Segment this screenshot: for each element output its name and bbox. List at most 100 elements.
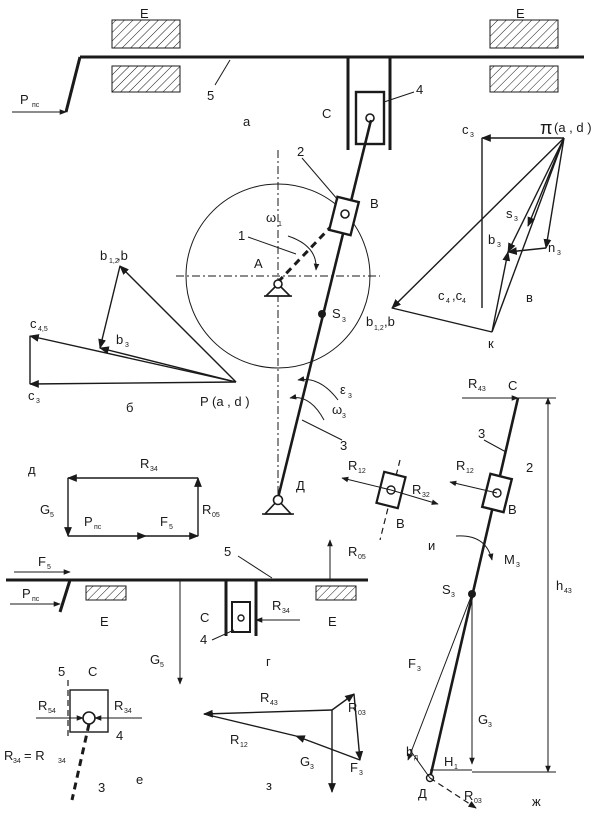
vp-pole-args: (a , d )	[212, 394, 250, 409]
g-c-label: C	[200, 610, 209, 625]
g-g5-label: G	[150, 652, 160, 667]
scheme-a-label: а	[243, 114, 251, 129]
zh-r12-label: R	[456, 458, 465, 473]
ap-s3: s	[506, 206, 513, 221]
zh-r03-label: R	[464, 788, 473, 803]
pivot-d-label: Д	[296, 478, 305, 493]
leader-5	[214, 59, 231, 86]
e-eq-mid: = R	[24, 748, 45, 763]
fp-r34-label: R	[140, 456, 149, 471]
v-pb12	[119, 265, 237, 383]
i-r32-arrow	[390, 489, 439, 505]
leader-2	[301, 157, 339, 201]
v-b12b3	[98, 265, 121, 349]
g-e-left: E	[100, 614, 109, 629]
velocity-plan: b 1,2 ,b b 3 c 4,5 c 3 P (a , d ) б	[28, 248, 250, 415]
e-block4-label: 4	[116, 728, 123, 743]
eps3-label: ε	[340, 382, 346, 397]
g-fi5-sub: 5	[47, 564, 51, 571]
g-leader-4	[211, 629, 235, 641]
joint-b-label: B	[370, 196, 379, 211]
e-link3-label: 3	[98, 780, 105, 795]
zh-r12-arrow	[449, 480, 498, 494]
ap-c45: c	[438, 288, 445, 303]
ap-c45b-sub: 4	[462, 298, 466, 305]
omega1-sub: 1	[278, 221, 282, 228]
zh-s3-label: S	[442, 582, 451, 597]
zh-m3-arc	[455, 535, 494, 561]
z-f3-label: F	[350, 760, 358, 775]
i-r32-sub: 32	[422, 492, 430, 499]
z-r12	[203, 713, 297, 737]
g-g5-sub: 5	[160, 662, 164, 669]
zh-hd	[409, 749, 431, 779]
joint-b-pin	[340, 209, 350, 219]
vp-c45: c	[30, 316, 37, 331]
e-eq-r: R	[4, 748, 13, 763]
slider-5-label: 5	[207, 88, 214, 103]
zh-leader-3	[483, 439, 507, 453]
zh-f3-sub: 3	[417, 666, 421, 673]
vp-b12-b: ,b	[117, 248, 128, 263]
zh-hc-sub: 43	[564, 588, 572, 595]
vp-label-b: б	[126, 400, 133, 415]
z-r12-label: R	[230, 732, 239, 747]
pivot-d-pin	[272, 494, 284, 506]
group-g: 5 F 5 P пс R 05 E E C 4 R 34 G 5 г	[6, 539, 368, 685]
z-r03	[331, 693, 355, 711]
z-r03-label: R	[348, 700, 357, 715]
vp-c3-sub: 3	[36, 398, 40, 405]
zh-hc-label: h	[556, 578, 563, 593]
ppc-sub: пс	[32, 102, 40, 109]
ap-k: к	[488, 336, 494, 351]
zh-m3-label: M	[504, 552, 515, 567]
i-r12-sub: 12	[358, 468, 366, 475]
fp-label: д	[28, 462, 36, 477]
fp-r05-label: R	[202, 502, 211, 517]
leader-3	[301, 419, 343, 441]
z-g3-label: G	[300, 754, 310, 769]
e-link5-label: 5	[58, 664, 65, 679]
leader-4	[383, 91, 415, 103]
g-e-right: E	[328, 614, 337, 629]
ap-b3-sub: 3	[497, 242, 501, 249]
z-f3	[353, 693, 364, 761]
fp-g5-label: G	[40, 502, 50, 517]
a-k-b3	[491, 251, 511, 333]
zh-g3-sub: 3	[488, 722, 492, 729]
slider-c-label: C	[322, 106, 331, 121]
ap-c45b: ,c	[452, 288, 463, 303]
acceleration-plan: π (a , d ) c 3 s 3 b 3 n 3 c 4 ,c 4 в к	[391, 118, 592, 351]
zh-h1-label: H	[444, 754, 453, 769]
ap-c3-sub: 3	[470, 132, 474, 139]
zh-d-label: Д	[418, 786, 427, 801]
vp-pole: P	[200, 394, 209, 409]
guide-E-top-left	[111, 19, 181, 49]
g-block4-pin	[237, 614, 245, 622]
zh-m3-sub: 3	[516, 562, 520, 569]
z-r03-sub: 03	[358, 710, 366, 717]
i-r12-label: R	[348, 458, 357, 473]
rocker-3	[276, 119, 373, 499]
z-close	[295, 735, 361, 761]
fp-ppc-sub: пс	[94, 524, 102, 531]
omega3-sub: 3	[342, 413, 346, 420]
link-3-label: 3	[340, 438, 347, 453]
e-eq-sub: 34	[13, 758, 21, 765]
v-pc3	[29, 334, 237, 383]
i-r12-arrow	[341, 476, 392, 491]
guide-E-bottom-left	[111, 65, 181, 93]
z-f3-sub: 3	[359, 770, 363, 777]
v-pc45	[29, 379, 237, 388]
vp-b12-sub: 1,2	[109, 258, 119, 265]
g-slider-label: 5	[224, 544, 231, 559]
zh-r12-sub: 12	[466, 468, 474, 475]
e-eq-sub2: 34	[58, 758, 66, 765]
g-r34-sub: 34	[282, 608, 290, 615]
omega3-arc	[289, 394, 325, 421]
block-4-label: 4	[416, 82, 423, 97]
zh-hd-label: h	[406, 744, 413, 759]
zh-b-label: B	[508, 502, 517, 517]
zh-link3-label: 3	[478, 426, 485, 441]
group-i: R 12 R 32 B и	[341, 458, 439, 553]
